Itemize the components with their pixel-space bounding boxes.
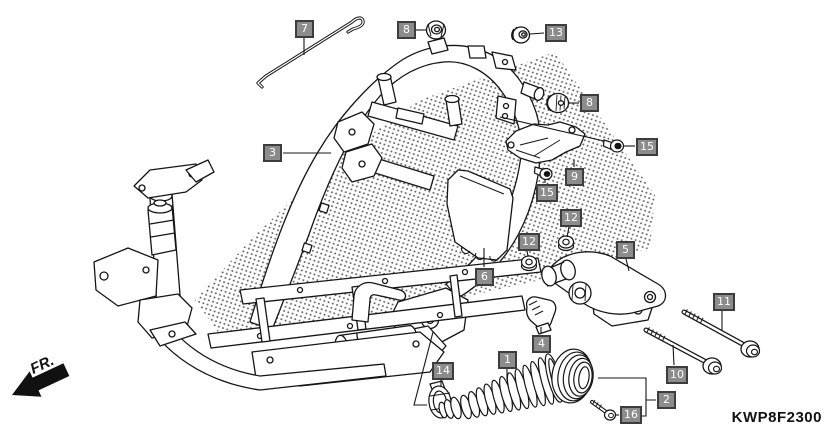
callout-12-right[interactable]: 12 <box>560 209 582 227</box>
callout-4[interactable]: 4 <box>532 335 551 353</box>
part-nut-13 <box>511 26 531 44</box>
part-mount-4 <box>525 296 557 335</box>
part-bushing-8 <box>546 92 570 114</box>
callout-7[interactable]: 7 <box>295 20 314 38</box>
callout-2[interactable]: 2 <box>657 391 676 409</box>
part-hanger-5 <box>541 251 667 327</box>
diagram-code: KWP8F2300 <box>731 409 822 426</box>
callout-9[interactable]: 9 <box>565 168 584 186</box>
part-bolt-15-lower <box>533 166 553 181</box>
part-bolt-10 <box>643 327 723 375</box>
part-screw-16 <box>590 399 617 421</box>
fr-direction-arrow: FR. <box>12 352 70 397</box>
callout-15-lower[interactable]: 15 <box>536 184 558 202</box>
part-seal-2 <box>551 348 594 404</box>
callout-8-top[interactable]: 8 <box>397 21 416 39</box>
callout-3[interactable]: 3 <box>263 144 282 162</box>
part-nut-12-left <box>520 255 538 272</box>
callout-13[interactable]: 13 <box>545 24 567 42</box>
leader-lines <box>283 29 723 417</box>
callout-14[interactable]: 14 <box>432 362 454 380</box>
callout-1[interactable]: 1 <box>498 351 517 369</box>
callout-5[interactable]: 5 <box>616 241 635 259</box>
part-frame-body <box>93 37 545 391</box>
callout-10[interactable]: 10 <box>666 366 688 384</box>
part-bolt-11 <box>681 309 761 358</box>
callout-16[interactable]: 16 <box>620 406 642 424</box>
part-plate-6 <box>446 169 514 262</box>
callout-15-upper[interactable]: 15 <box>636 138 658 156</box>
callout-8-side[interactable]: 8 <box>580 94 599 112</box>
callout-12-left[interactable]: 12 <box>518 233 540 251</box>
part-nut-12-right <box>557 235 575 252</box>
part-bolt-15-upper <box>602 139 625 153</box>
callout-11[interactable]: 11 <box>713 293 735 311</box>
callout-6[interactable]: 6 <box>475 268 494 286</box>
part-nut-8 <box>425 20 447 40</box>
part-rod-7 <box>256 16 365 89</box>
